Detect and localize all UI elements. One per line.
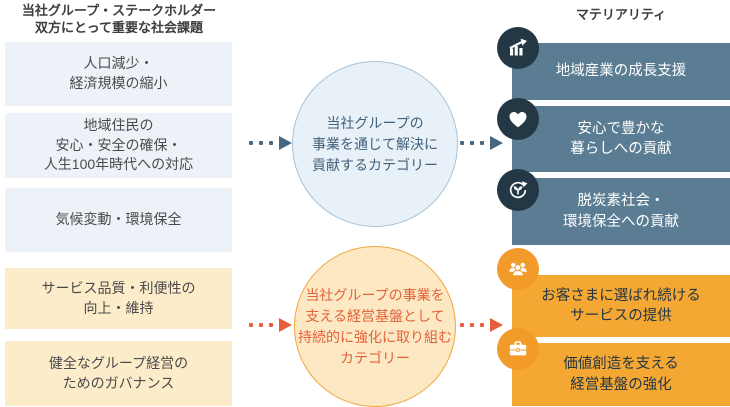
social-issue-box-climate-environment: 気候変動・環境保全 [5, 188, 232, 252]
materiality-label: お客さまに選ばれ続ける サービスの提供 [541, 287, 701, 324]
arrow-dot [480, 141, 484, 145]
social-issue-box-population-decline: 人口減少・ 経済規模の縮小 [5, 42, 232, 106]
dotted-arrow-left-to-base-circle [249, 318, 292, 332]
arrow-head-icon [490, 136, 503, 150]
category-circle-management-base: 当社グループの事業を 支える経営基盤として 持続的に強化に取り組む カテゴリー [294, 246, 456, 407]
category-circle-label: 当社グループの 事業を通じて解決に 貢献するカテゴリー [312, 114, 438, 173]
arrow-dot [460, 141, 464, 145]
social-issue-box-service-quality: サービス品質・利便性の 向上・維持 [5, 268, 232, 329]
arrow-dot [269, 141, 273, 145]
customer-group-icon [497, 248, 539, 290]
category-circle-solve-through-business: 当社グループの 事業を通じて解決に 貢献するカテゴリー [292, 61, 458, 227]
social-issues-header: 当社グループ・ステークホルダー 双方にとって重要な社会課題 [21, 3, 217, 35]
dotted-arrow-left-to-business-circle [249, 136, 292, 150]
materiality-label: 安心で豊かな 暮らしへの貢献 [570, 120, 672, 157]
materiality-box-safe-prosperous-living: 安心で豊かな 暮らしへの貢献 [512, 106, 730, 172]
social-issue-box-governance: 健全なグループ経営の ためのガバナンス [5, 341, 232, 406]
dotted-arrow-business-circle-to-materiality [460, 136, 503, 150]
social-issue-label: 地域住民の 安心・安全の確保・ 人生100年時代への対応 [43, 117, 194, 173]
materiality-box-chosen-services: お客さまに選ばれ続ける サービスの提供 [512, 275, 730, 337]
eco-sprout-recycle-icon [497, 169, 539, 211]
heart-icon [497, 98, 539, 140]
social-issue-box-residents-safety: 地域住民の 安心・安全の確保・ 人生100年時代への対応 [5, 113, 232, 178]
arrow-dot [480, 323, 484, 327]
social-issue-label: 気候変動・環境保全 [55, 211, 182, 228]
arrow-dot [269, 323, 273, 327]
growth-chart-icon [497, 27, 539, 69]
dotted-arrow-base-circle-to-materiality [460, 318, 503, 332]
arrow-head-icon [490, 318, 503, 332]
materiality-box-regional-industry-growth: 地域産業の成長支援 [512, 43, 730, 100]
materiality-box-management-base-strengthening: 価値創造を支える 経営基盤の強化 [512, 343, 730, 406]
arrow-dot [460, 323, 464, 327]
category-circle-label: 当社グループの事業を 支える経営基盤として 持続的に強化に取り組む カテゴリー [298, 286, 452, 366]
briefcase-icon [497, 328, 539, 370]
arrow-head-icon [279, 136, 292, 150]
social-issue-label: 人口減少・ 経済規模の縮小 [69, 55, 168, 91]
social-issue-label: サービス品質・利便性の 向上・維持 [41, 279, 196, 316]
arrow-dot [470, 323, 474, 327]
social-issue-label: 健全なグループ経営の ためのガバナンス [48, 354, 189, 391]
materiality-header: マテリアリティ [575, 7, 667, 22]
arrow-dot [249, 141, 253, 145]
arrow-head-icon [279, 318, 292, 332]
arrow-dot [259, 141, 263, 145]
arrow-dot [249, 323, 253, 327]
materiality-label: 脱炭素社会・ 環境保全への貢献 [563, 193, 679, 230]
arrow-dot [259, 323, 263, 327]
arrow-dot [470, 141, 474, 145]
materiality-label: 地域産業の成長支援 [555, 63, 687, 80]
materiality-label: 価値創造を支える 経営基盤の強化 [563, 356, 679, 393]
materiality-box-decarbonized-society: 脱炭素社会・ 環境保全への貢献 [512, 178, 730, 245]
